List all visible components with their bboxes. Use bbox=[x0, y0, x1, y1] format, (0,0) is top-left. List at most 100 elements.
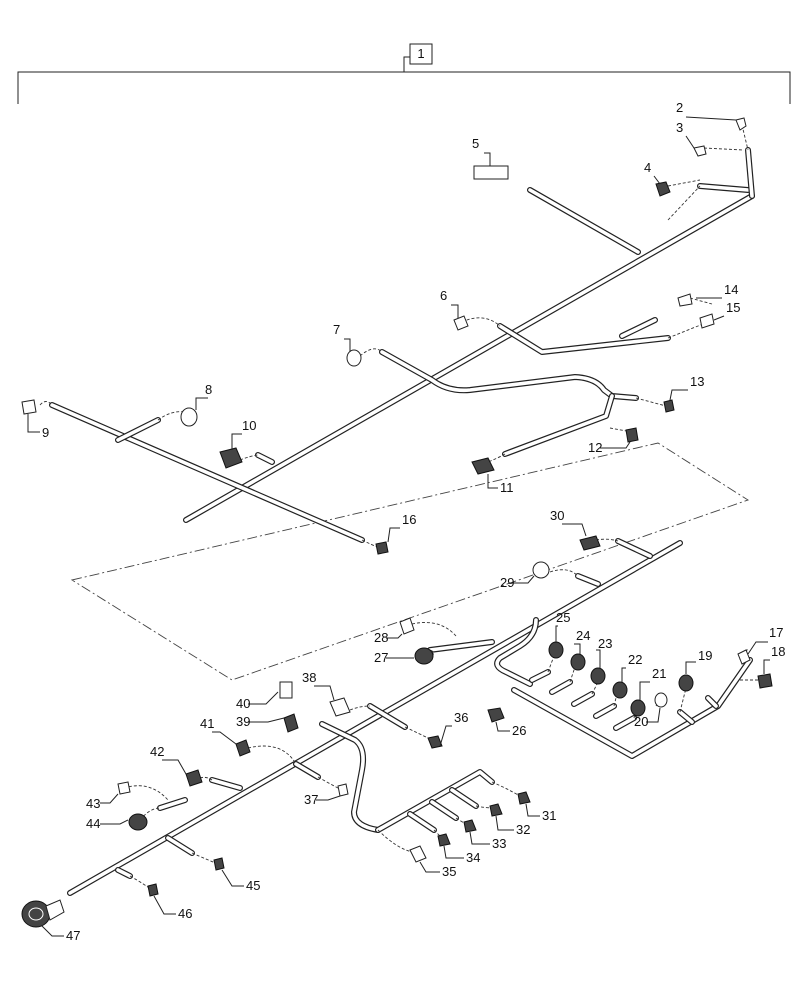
callout-44: 44 bbox=[86, 816, 100, 831]
callout-34: 34 bbox=[466, 850, 480, 865]
leader-19 bbox=[685, 661, 696, 674]
wire-12-branch bbox=[502, 393, 615, 457]
connector-30 bbox=[579, 535, 601, 551]
connector-46 bbox=[147, 883, 159, 897]
leader-23 bbox=[596, 649, 601, 668]
leader-25 bbox=[555, 625, 558, 642]
connector-leads bbox=[39, 124, 762, 891]
leader-9 bbox=[27, 414, 40, 433]
wire-45-branch bbox=[165, 835, 195, 856]
leader-44 bbox=[100, 819, 129, 825]
wire-right-loop bbox=[494, 617, 539, 687]
callout-1: 1 bbox=[417, 46, 424, 61]
callout-43: 43 bbox=[86, 796, 100, 811]
leader-34 bbox=[443, 845, 464, 859]
leader-45 bbox=[221, 869, 244, 887]
leader-7 bbox=[344, 338, 351, 352]
callout-35: 35 bbox=[442, 864, 456, 879]
connector-41 bbox=[235, 739, 251, 757]
connector-27 bbox=[414, 647, 434, 665]
connector-34 bbox=[437, 833, 451, 847]
connectors bbox=[21, 117, 773, 928]
harness-wires bbox=[49, 147, 755, 896]
connector-36 bbox=[427, 735, 443, 749]
connector-21 bbox=[630, 699, 646, 717]
leader-47 bbox=[41, 925, 64, 937]
connector-23 bbox=[590, 667, 606, 685]
leader-6 bbox=[451, 304, 459, 318]
callout-5: 5 bbox=[472, 136, 479, 151]
connector-17 bbox=[737, 649, 751, 665]
callout-15: 15 bbox=[726, 300, 740, 315]
connector-20 bbox=[654, 692, 668, 708]
wire-left-branch bbox=[49, 402, 365, 543]
leader-22 bbox=[621, 667, 626, 682]
leader-29 bbox=[512, 575, 535, 584]
callout-24: 24 bbox=[576, 628, 590, 643]
callout-29: 29 bbox=[500, 575, 514, 590]
callout-14: 14 bbox=[724, 282, 738, 297]
connector-12 bbox=[625, 427, 639, 443]
callout-6: 6 bbox=[440, 288, 447, 303]
callout-45: 45 bbox=[246, 878, 260, 893]
leader-30 bbox=[562, 523, 587, 537]
wire-39-branch bbox=[319, 721, 381, 833]
leader-13 bbox=[669, 389, 688, 401]
callout-4: 4 bbox=[644, 160, 651, 175]
connector-47 bbox=[21, 899, 65, 928]
wire-44-branch bbox=[157, 797, 188, 811]
connector-45 bbox=[213, 857, 225, 871]
callout-20: 20 bbox=[634, 714, 648, 729]
connector-32 bbox=[489, 803, 503, 817]
connector-43 bbox=[117, 781, 131, 795]
connector-24 bbox=[570, 653, 586, 671]
callout-36: 36 bbox=[454, 710, 468, 725]
callout-17: 17 bbox=[769, 625, 783, 640]
callout-7: 7 bbox=[333, 322, 340, 337]
callout-3: 3 bbox=[676, 120, 683, 135]
callout-42: 42 bbox=[150, 744, 164, 759]
leader-18 bbox=[763, 659, 770, 674]
callout-8: 8 bbox=[205, 382, 212, 397]
leader-17 bbox=[747, 641, 768, 655]
leader-42 bbox=[162, 759, 187, 775]
connector-26 bbox=[487, 707, 505, 723]
connector-3 bbox=[693, 145, 707, 157]
connector-22 bbox=[612, 681, 628, 699]
leader-3 bbox=[685, 135, 695, 149]
callout-10: 10 bbox=[242, 418, 256, 433]
callout-13: 13 bbox=[690, 374, 704, 389]
wire-right-rail bbox=[511, 657, 753, 759]
connector-40 bbox=[279, 681, 293, 699]
connector-38 bbox=[329, 697, 351, 717]
leader-26 bbox=[495, 721, 510, 732]
leader-11 bbox=[487, 474, 498, 489]
wire-38-branch bbox=[367, 703, 408, 730]
leader-32 bbox=[495, 815, 514, 831]
wire-upper-trunk bbox=[183, 193, 755, 523]
leader-8 bbox=[195, 397, 208, 410]
leader-41 bbox=[212, 731, 237, 745]
leader-38 bbox=[314, 685, 335, 701]
connector-5 bbox=[473, 165, 509, 180]
wire-27-branch bbox=[427, 639, 495, 653]
callout-39: 39 bbox=[236, 714, 250, 729]
connector-25 bbox=[548, 641, 564, 659]
connector-7 bbox=[346, 349, 362, 367]
callout-32: 32 bbox=[516, 822, 530, 837]
callout-box-1 bbox=[409, 43, 433, 65]
wire-46-branch bbox=[115, 867, 133, 879]
callout-25: 25 bbox=[556, 610, 570, 625]
leader-39 bbox=[248, 717, 285, 723]
wire-31-branch bbox=[375, 769, 495, 833]
connector-4 bbox=[655, 181, 671, 197]
wire-10-branch bbox=[255, 452, 275, 465]
wire-30-branch bbox=[615, 538, 653, 559]
leader-36 bbox=[439, 725, 452, 747]
connector-19 bbox=[678, 674, 694, 692]
leader-24 bbox=[574, 643, 581, 654]
callout-19: 19 bbox=[698, 648, 712, 663]
